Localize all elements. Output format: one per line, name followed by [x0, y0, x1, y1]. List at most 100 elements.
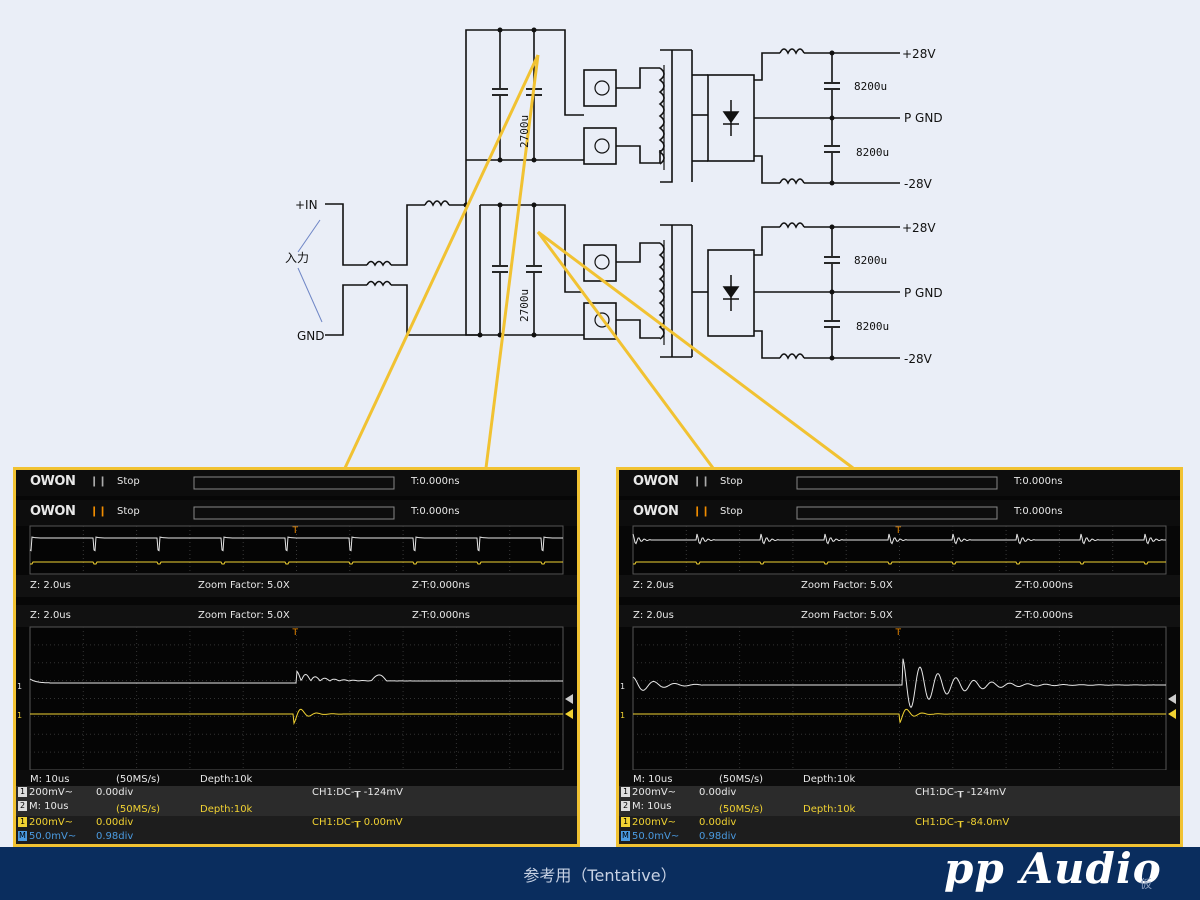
scope-right-zoom-factor-2: Zoom Factor: 5.0X	[801, 610, 893, 621]
scope-right-trigger-info-overlay: CH1:DC-┰ -84.0mV	[915, 817, 1010, 828]
scope-left-logo-overlay: OWON	[30, 504, 76, 519]
scope-right-ch1-scale: 200mV~	[632, 787, 677, 798]
scope-right-depth-2: Depth:10k	[803, 804, 856, 815]
scope-right-ch1-pos: 0.00div	[699, 787, 737, 798]
scope-right-main-timebase: M: 10us	[633, 774, 673, 785]
scope-right-pause-icon-overlay: ❙❙	[693, 506, 710, 517]
cap-label-1: 8200u	[854, 80, 887, 93]
scope-left-zoom-factor-2: Zoom Factor: 5.0X	[198, 610, 290, 621]
scope-right-zoom-factor: Zoom Factor: 5.0X	[801, 580, 893, 591]
scope-left-zoom-offset: Z-T:0.000ns	[412, 580, 470, 591]
scope-main-trace-ch2	[633, 561, 1166, 565]
scope-header-bar-overlay	[16, 500, 577, 526]
scope-right-state: Stop	[720, 476, 743, 487]
upper-out-neg-label: -28V	[904, 177, 933, 191]
scope-right-main-timebase-2: M: 10us	[632, 801, 672, 812]
scope-status-bar	[16, 770, 577, 786]
upper-out-gnd-label: P GND	[904, 111, 943, 125]
scope-right-ch2-scale: 200mV~	[632, 817, 677, 828]
scope-trigger-marker-zoom: T	[895, 628, 902, 638]
scope-left-logo: OWON	[30, 474, 76, 489]
scope-level-arrow-ch2	[565, 709, 573, 719]
scope-zoom-bar-overlay	[16, 605, 577, 627]
input-label: 入力	[285, 251, 309, 265]
scope-zoom-trace-ch2	[30, 708, 563, 726]
scope-channel-bar-2	[16, 816, 577, 844]
scope-main-trace-ch1	[29, 536, 563, 552]
scope-left-pause-icon-overlay: ❙❙	[90, 506, 107, 517]
scope-right-trigger-info: CH1:DC-┰ -124mV	[915, 787, 1007, 798]
scope-ch2-marker: 1	[620, 711, 625, 720]
scope-left-pause-icon: ❙❙	[90, 476, 107, 487]
brand-subscript: 仮	[1140, 877, 1153, 891]
scope-left-ch1-pos: 0.00div	[96, 787, 134, 798]
scope-right-ch3-pos: 0.98div	[699, 831, 737, 842]
scope-left-ch3-pos: 0.98div	[96, 831, 134, 842]
scope-left-zoom-offset-2: Z-T:0.000ns	[412, 610, 470, 621]
scope-header-bar	[619, 470, 1180, 496]
scope-zoom-trace-ch1	[632, 658, 1166, 709]
scope-right-sample-rate-2: (50MS/s)	[719, 804, 764, 815]
scope-header-bar	[16, 470, 577, 496]
input-gnd-label: GND	[297, 329, 325, 343]
cap-label-primary-upper: 2700u	[518, 115, 531, 148]
scope-zoom-graticule	[632, 626, 1167, 771]
scope-zoom-graticule	[29, 626, 564, 771]
scope-zoom-bar	[619, 575, 1180, 597]
footer-caption: 参考用（Tentative）	[523, 866, 677, 885]
cap-label-2: 8200u	[856, 146, 889, 159]
scope-trigger-marker: T	[292, 526, 299, 536]
scope-timebar	[193, 476, 395, 490]
scope-left-trigger-info-overlay: CH1:DC-┰ 0.00mV	[312, 817, 403, 828]
cap-label-primary-lower: 2700u	[518, 289, 531, 322]
scope-zoom-bar-overlay	[619, 605, 1180, 627]
scope-left-main-timebase-2: M: 10us	[29, 801, 69, 812]
scope-right-ch3-scale: 50.0mV~	[632, 831, 680, 842]
scope-left-ch3-scale: 50.0mV~	[29, 831, 77, 842]
scope-left-depth: Depth:10k	[200, 774, 253, 785]
scope-left-zoom-timebase-2: Z: 2.0us	[30, 610, 71, 621]
scope-right-logo-overlay: OWON	[633, 504, 679, 519]
scope-zoom-trace-ch1	[29, 670, 563, 684]
scope-left-ch2-pos: 0.00div	[96, 817, 134, 828]
scope-left-trigger-info: CH1:DC-┰ -124mV	[312, 787, 404, 798]
scope-left-state: Stop	[117, 476, 140, 487]
cap-label-3: 8200u	[854, 254, 887, 267]
scope-zoom-trace-ch2	[633, 708, 1166, 723]
scope-right-ch2-pos: 0.00div	[699, 817, 737, 828]
scope-left-sample-rate-2: (50MS/s)	[116, 804, 161, 815]
scope-ch1-marker: 1	[17, 682, 22, 691]
scope-left-state-overlay: Stop	[117, 506, 140, 517]
scope-timebar-overlay	[193, 506, 395, 520]
scope-ch2-marker: 1	[17, 711, 22, 720]
upper-out-pos-label: +28V	[902, 47, 936, 61]
lower-out-gnd-label: P GND	[904, 286, 943, 300]
scope-left-trigger-time: T:0.000ns	[411, 476, 460, 487]
footer-bar: 参考用（Tentative） pp Audio 仮	[0, 844, 1200, 900]
scope-channel-bar	[16, 786, 577, 816]
scope-zoom-bar	[16, 575, 577, 597]
scope-right-depth: Depth:10k	[803, 774, 856, 785]
power-supply-schematic: +IN 入力 GND +28V P GND -28V +28V P GND -2…	[285, 27, 943, 470]
scope-header-bar-overlay	[619, 500, 1180, 526]
brand-logo: pp Audio	[944, 844, 1162, 893]
scope-channel-bar	[619, 786, 1180, 816]
scope-status-bar	[619, 770, 1180, 786]
scope-left-trigger-time-overlay: T:0.000ns	[411, 506, 460, 517]
scope-left-zoom-timebase: Z: 2.0us	[30, 580, 71, 591]
scope-right-state-overlay: Stop	[720, 506, 743, 517]
scope-channel-bar-2	[619, 816, 1180, 844]
scope-timebar	[796, 476, 998, 490]
scope-right-zoom-offset: Z-T:0.000ns	[1015, 580, 1073, 591]
scope-level-arrow-ch2	[1168, 709, 1176, 719]
scope-left-ch2-scale: 200mV~	[29, 817, 74, 828]
scope-left-sample-rate: (50MS/s)	[116, 774, 161, 785]
